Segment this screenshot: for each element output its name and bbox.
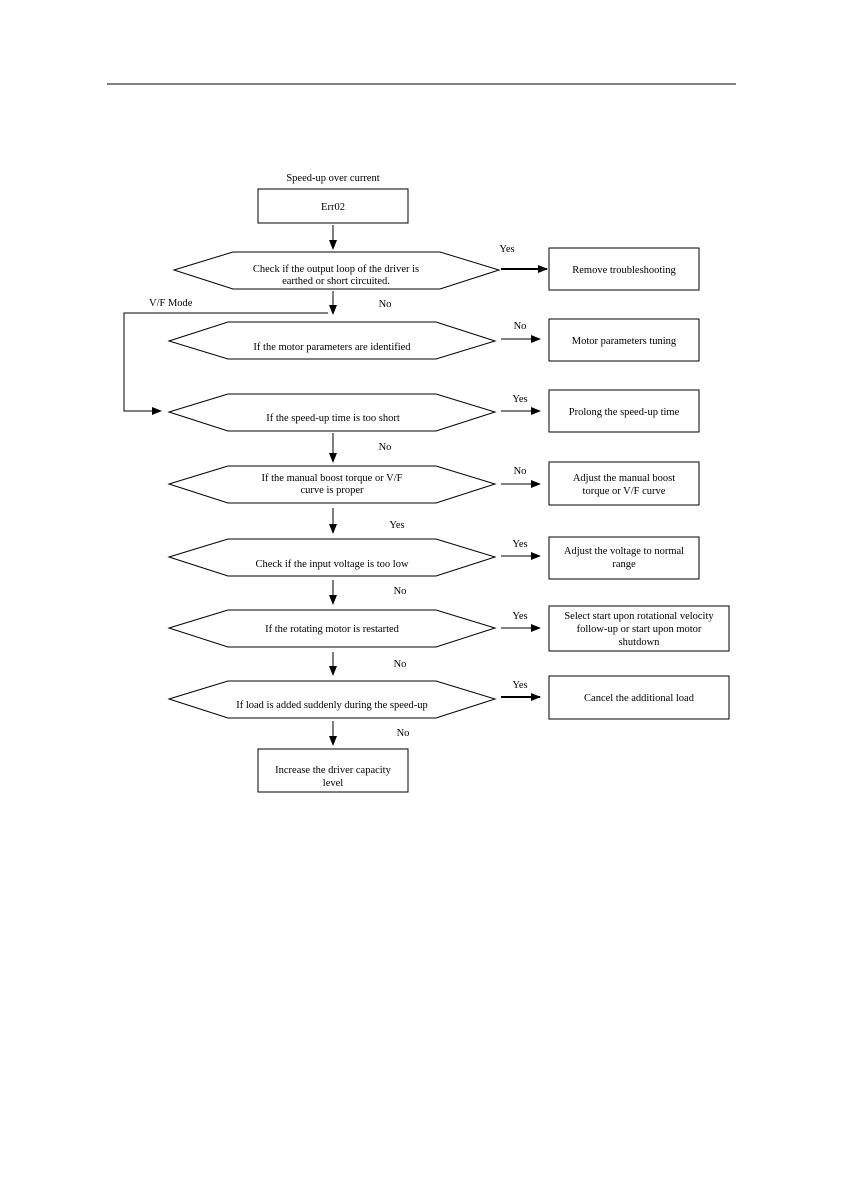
decision-motor-params-line-1: If the motor parameters are identified [253, 342, 411, 353]
action-adjust-boost-line-1: Adjust the manual boost [573, 473, 675, 484]
d2-no-label: No [514, 321, 527, 332]
decision-input-voltage-line-1: Check if the input voltage is too low [255, 559, 409, 570]
d1-no-label: No [379, 299, 392, 310]
action-remove-troubleshooting-label: Remove troubleshooting [572, 265, 676, 276]
decision-output-loop-line-1: Check if the output loop of the driver i… [253, 264, 419, 275]
action-remove-troubleshooting [548, 247, 700, 291]
d4-yes-label: Yes [389, 520, 404, 531]
decision-boost-torque-line-1: If the manual boost torque or V/F [262, 473, 403, 484]
action-select-start [548, 605, 730, 652]
decision-input-voltage [167, 538, 497, 577]
decision-boost-torque [167, 465, 497, 504]
action-cancel-load-label: Cancel the additional load [584, 693, 695, 704]
d3-yes-label: Yes [512, 394, 527, 405]
action-adjust-voltage [548, 536, 700, 580]
flow-title: Speed-up over current [286, 173, 379, 184]
d4-no-label: No [514, 466, 527, 477]
action-adjust-boost [548, 461, 700, 506]
decision-rotating-motor [167, 609, 497, 648]
decision-speed-up-time-line-1: If the speed-up time is too short [266, 413, 400, 424]
action-cancel-load [548, 675, 730, 720]
decision-motor-params [167, 321, 497, 360]
action-prolong-speed-up-label: Prolong the speed-up time [569, 407, 680, 418]
action-select-start-line-1: Select start upon rotational velocity [564, 611, 714, 622]
action-adjust-boost-line-2: torque or V/F curve [583, 486, 666, 497]
d1-yes-label: Yes [499, 244, 514, 255]
action-adjust-voltage-line-1: Adjust the voltage to normal [564, 546, 684, 557]
decision-speed-up-time [167, 393, 497, 432]
end-box-line-1: Increase the driver capacity [275, 765, 391, 776]
action-motor-tuning [548, 318, 700, 362]
end-box-line-2: level [323, 778, 343, 789]
action-adjust-voltage-line-2: range [612, 559, 636, 570]
decision-output-loop-line-2: earthed or short circuited. [282, 276, 390, 287]
action-motor-tuning-label: Motor parameters tuning [572, 336, 677, 347]
start-box [257, 188, 409, 224]
decision-load-added-line-1: If load is added suddenly during the spe… [236, 700, 428, 711]
d7-no-label: No [397, 728, 410, 739]
action-select-start-line-3: shutdown [619, 637, 661, 648]
decision-rotating-motor-line-1: If the rotating motor is restarted [265, 624, 400, 635]
decision-boost-torque-line-2: curve is proper [301, 485, 364, 496]
d6-yes-label: Yes [512, 611, 527, 622]
vf-mode-bypass-line [123, 312, 328, 415]
d5-yes-label: Yes [512, 539, 527, 550]
end-box [257, 748, 409, 793]
start-label: Err02 [321, 202, 345, 213]
d6-no-label: No [394, 659, 407, 670]
decision-output-loop [172, 251, 501, 290]
d5-no-label: No [394, 586, 407, 597]
d3-no-label: No [379, 442, 392, 453]
decision-load-added [167, 680, 497, 719]
d7-yes-label: Yes [512, 680, 527, 691]
action-prolong-speed-up [548, 389, 700, 433]
action-select-start-line-2: follow-up or start upon motor [577, 624, 702, 635]
vf-mode-label: V/F Mode [149, 298, 193, 309]
